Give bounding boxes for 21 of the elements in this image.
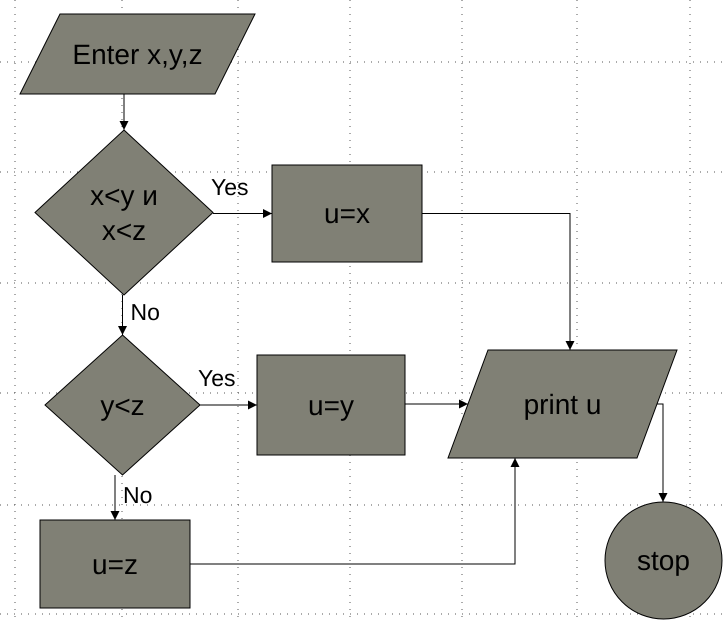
arrow bbox=[200, 400, 258, 410]
node-label: x<y и x<z bbox=[89, 178, 159, 248]
node-label: Enter x,y,z bbox=[72, 38, 203, 72]
node-label: u=y bbox=[308, 388, 354, 422]
node-label: y<z bbox=[100, 388, 145, 422]
node-label: print u bbox=[524, 388, 602, 422]
node-label: u=z bbox=[92, 548, 138, 582]
arrow bbox=[212, 209, 272, 218]
node-label: stop bbox=[637, 544, 690, 578]
arrow bbox=[110, 474, 120, 520]
edge-label: Yes bbox=[211, 176, 249, 198]
arrow bbox=[190, 458, 520, 564]
edge-label: Yes bbox=[198, 367, 236, 390]
arrow bbox=[118, 294, 127, 336]
node-label: u=x bbox=[324, 197, 370, 231]
arrow bbox=[120, 94, 128, 130]
arrow bbox=[404, 400, 468, 408]
arrow bbox=[656, 404, 668, 502]
edge-label: No bbox=[130, 301, 160, 324]
arrow bbox=[422, 213, 574, 350]
edge-label: No bbox=[123, 484, 152, 506]
